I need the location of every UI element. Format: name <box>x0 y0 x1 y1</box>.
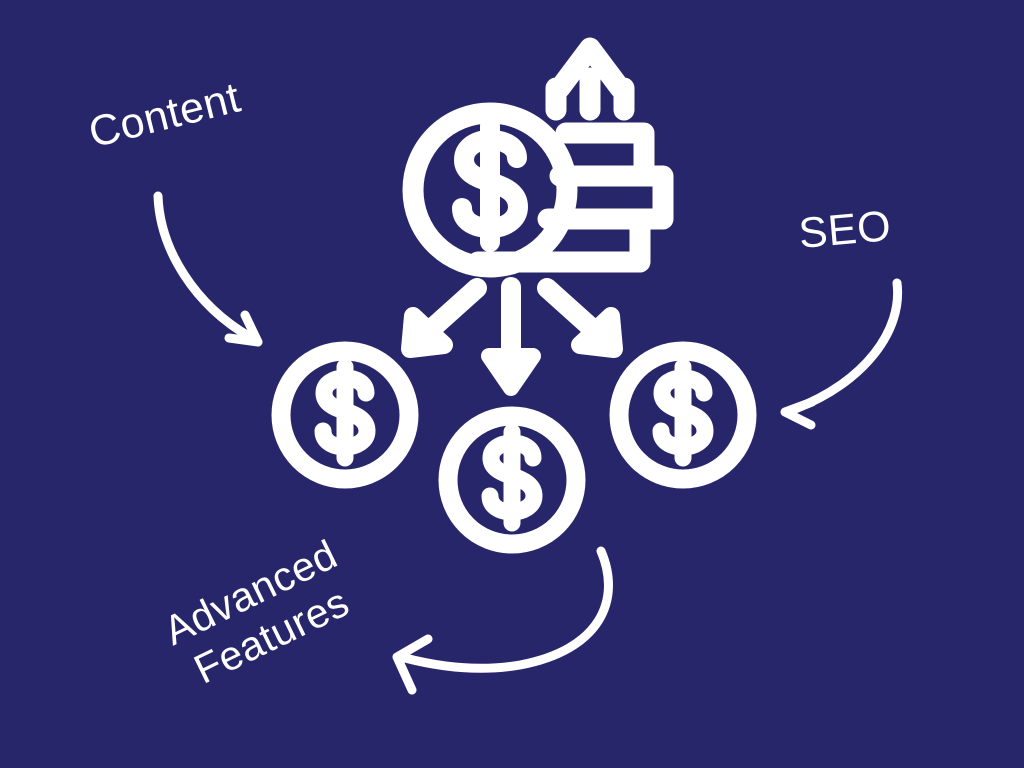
advanced-features-callout-arrow <box>392 546 613 695</box>
dollar-coin-left <box>271 341 419 489</box>
output-coins <box>271 341 757 554</box>
seo-callout-arrow <box>780 278 903 430</box>
callout-arrows <box>153 191 903 695</box>
dollar-coin-center <box>438 406 586 554</box>
arrow-down-left-icon <box>401 278 487 358</box>
dollar-coin-left-ring <box>271 341 419 489</box>
dollar-coin-large-ring <box>402 102 578 278</box>
dollar-coin-right <box>609 341 757 489</box>
label-seo: SEO <box>796 202 894 258</box>
up-arrow-icon <box>545 37 635 121</box>
content-callout-arrow <box>153 191 263 347</box>
distribution-arrows <box>401 277 623 396</box>
coin-stack-bar-bottom <box>467 208 651 273</box>
dollar-coin-center-ring <box>438 406 586 554</box>
money-growth-icon <box>402 37 674 278</box>
dollar-coin-right-ring <box>609 341 757 489</box>
arrow-down-icon <box>481 277 541 396</box>
arrow-down-right-icon <box>537 278 623 358</box>
